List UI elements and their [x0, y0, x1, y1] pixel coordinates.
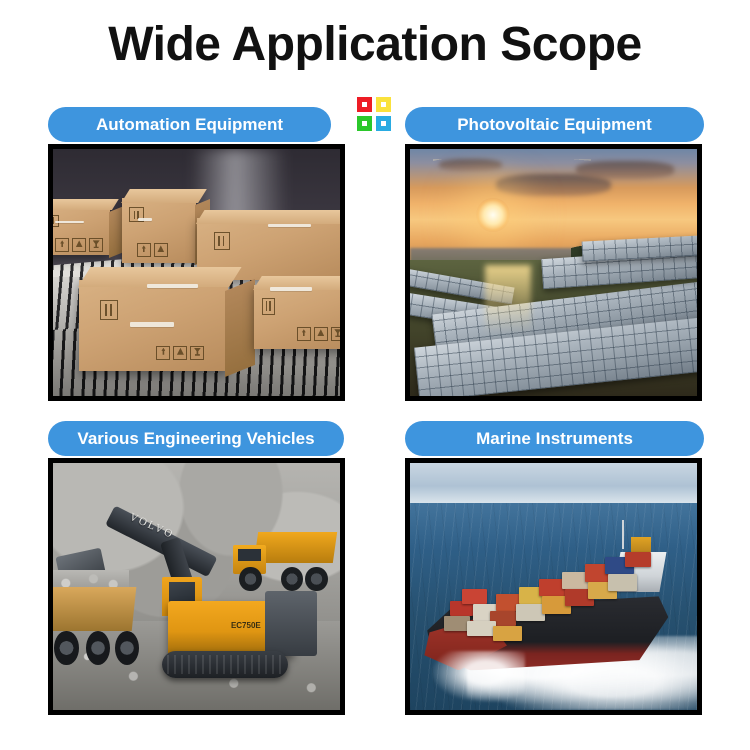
- dump-truck-front: [53, 570, 168, 666]
- panel-label-automation-equipment[interactable]: Automation Equipment: [48, 107, 331, 142]
- panel-engineering-vehicles[interactable]: Various Engineering Vehicles VOLVO: [48, 421, 345, 715]
- panel-label-engineering-vehicles[interactable]: Various Engineering Vehicles: [48, 421, 344, 456]
- panel-photovoltaic-equipment[interactable]: Photovoltaic Equipment: [405, 107, 704, 401]
- photo-frame-engineering-vehicles: VOLVO EC750E: [48, 458, 345, 715]
- page-title: Wide Application Scope: [108, 18, 642, 71]
- engineering-vehicles-photo: VOLVO EC750E: [53, 463, 340, 710]
- logo-square-green: [357, 116, 372, 131]
- logo-square-blue: [376, 116, 391, 131]
- panel-label-photovoltaic-equipment[interactable]: Photovoltaic Equipment: [405, 107, 704, 142]
- panel-marine-instruments[interactable]: Marine Instruments: [405, 421, 704, 715]
- excavator-model-text: EC750E: [230, 621, 261, 631]
- photo-frame-marine-instruments: [405, 458, 702, 715]
- logo-square-yellow: [376, 97, 391, 112]
- logo-square-red: [357, 97, 372, 112]
- marine-instruments-photo: [410, 463, 697, 710]
- panel-automation-equipment[interactable]: Automation Equipment: [48, 107, 345, 401]
- four-squares-logo: [357, 97, 391, 131]
- automation-equipment-photo: [53, 149, 340, 396]
- photovoltaic-equipment-photo: [410, 149, 697, 396]
- dump-truck-rear: [231, 532, 337, 592]
- panel-label-marine-instruments[interactable]: Marine Instruments: [405, 421, 704, 456]
- photo-frame-photovoltaic-equipment: [405, 144, 702, 401]
- photo-frame-automation-equipment: [48, 144, 345, 401]
